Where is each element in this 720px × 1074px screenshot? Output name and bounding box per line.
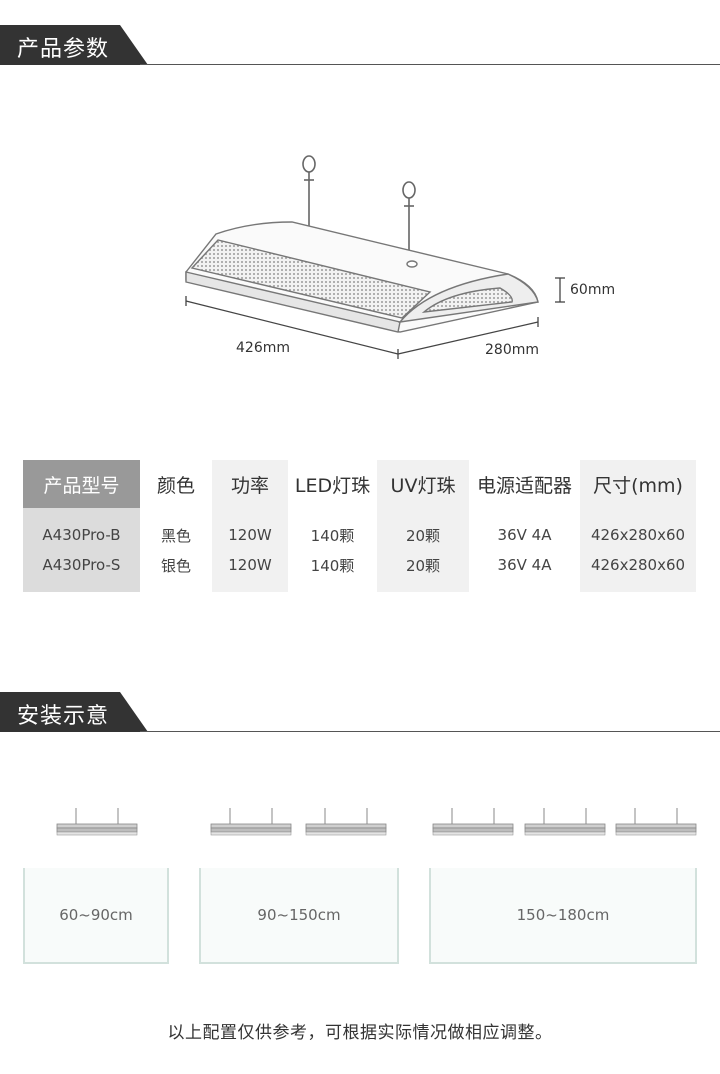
lamp-icon bbox=[56, 808, 138, 838]
header-color: 颜色 bbox=[140, 460, 212, 508]
cell-uv: 20颗 bbox=[377, 550, 469, 592]
lamp-icon-drawing bbox=[615, 808, 697, 836]
lamp-icon-drawing bbox=[305, 808, 387, 836]
section-header-specs: 产品参数 bbox=[0, 25, 720, 65]
lamp-icon bbox=[524, 808, 606, 838]
cell-led: 140颗 bbox=[288, 550, 377, 592]
header-size: 尺寸(mm) bbox=[580, 460, 696, 508]
section-header-install: 安装示意 bbox=[0, 692, 720, 732]
cell-color: 黑色 bbox=[140, 508, 212, 550]
length-dimension-label: 426mm bbox=[236, 340, 290, 356]
spec-table: 产品型号 颜色 功率 LED灯珠 UV灯珠 电源适配器 尺寸(mm) A430P… bbox=[23, 460, 696, 592]
footnote: 以上配置仅供参考，可根据实际情况做相应调整。 bbox=[167, 1023, 553, 1043]
tank-medium: 90~150cm bbox=[199, 868, 399, 964]
cell-model: A430Pro-B bbox=[23, 508, 140, 550]
header-power: 功率 bbox=[212, 460, 288, 508]
lamp-icon-drawing bbox=[524, 808, 606, 836]
lamp-icon-drawing bbox=[210, 808, 292, 836]
cell-model: A430Pro-S bbox=[23, 550, 140, 592]
section-tab-shape bbox=[0, 692, 148, 732]
lamp-icon bbox=[615, 808, 697, 838]
cell-color: 银色 bbox=[140, 550, 212, 592]
product-drawing bbox=[185, 155, 565, 359]
section-divider bbox=[140, 64, 720, 65]
dimension-lines bbox=[185, 277, 565, 359]
lamp-icon bbox=[210, 808, 292, 838]
cell-size: 426x280x60 bbox=[580, 508, 696, 550]
section-tab: 安装示意 bbox=[0, 692, 148, 732]
table-row: A430Pro-S 银色 120W 140颗 20颗 36V 4A 426x28… bbox=[23, 550, 696, 592]
cell-adapter: 36V 4A bbox=[469, 550, 580, 592]
lamp-body bbox=[185, 221, 539, 333]
tank-large: 150~180cm bbox=[429, 868, 697, 964]
section-divider bbox=[140, 731, 720, 732]
tank-small: 60~90cm bbox=[23, 868, 169, 964]
table-row: A430Pro-B 黑色 120W 140颗 20颗 36V 4A 426x28… bbox=[23, 508, 696, 550]
section-title: 安装示意 bbox=[17, 704, 110, 729]
cell-size: 426x280x60 bbox=[580, 550, 696, 592]
cell-power: 120W bbox=[212, 550, 288, 592]
tank-range-label: 90~150cm bbox=[257, 906, 341, 924]
tank-range-label: 150~180cm bbox=[516, 906, 610, 924]
header-adapter: 电源适配器 bbox=[469, 460, 580, 508]
width-dimension-label: 280mm bbox=[485, 342, 539, 358]
lamp-icon-drawing bbox=[56, 808, 138, 836]
lamp-icon bbox=[305, 808, 387, 838]
cell-uv: 20颗 bbox=[377, 508, 469, 550]
section-tab-shape bbox=[0, 25, 148, 65]
section-title: 产品参数 bbox=[17, 37, 110, 62]
lamp-icon-drawing bbox=[432, 808, 514, 836]
height-dimension-label: 60mm bbox=[570, 282, 616, 298]
header-led: LED灯珠 bbox=[288, 460, 377, 508]
lamp-icon bbox=[432, 808, 514, 838]
section-tab: 产品参数 bbox=[0, 25, 148, 65]
header-uv: UV灯珠 bbox=[377, 460, 469, 508]
cell-adapter: 36V 4A bbox=[469, 508, 580, 550]
tank-range-label: 60~90cm bbox=[59, 906, 133, 924]
cell-power: 120W bbox=[212, 508, 288, 550]
spec-table-header: 产品型号 颜色 功率 LED灯珠 UV灯珠 电源适配器 尺寸(mm) bbox=[23, 460, 696, 508]
cell-led: 140颗 bbox=[288, 508, 377, 550]
header-model: 产品型号 bbox=[23, 460, 140, 508]
